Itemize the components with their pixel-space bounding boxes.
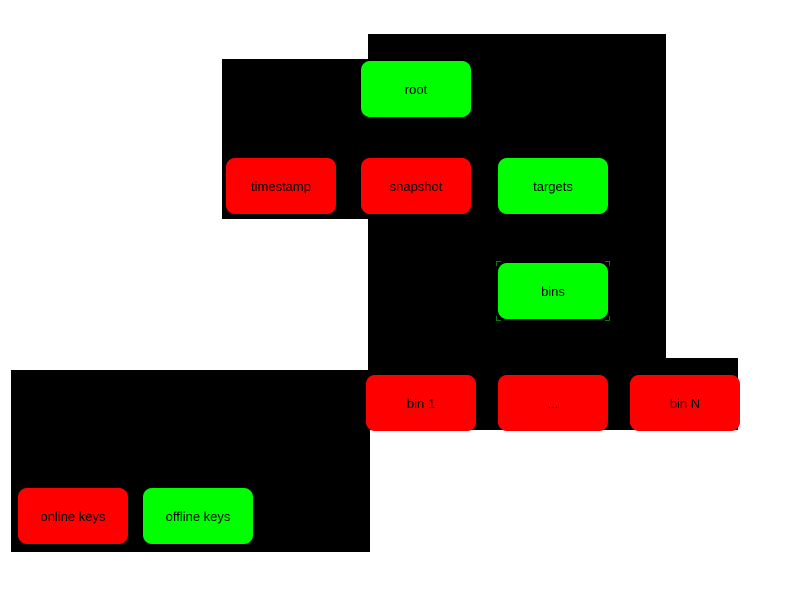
node-label-bin-n: bin N bbox=[669, 395, 701, 411]
node-bin-n[interactable]: bin N bbox=[630, 375, 740, 431]
node-label-bins: bins bbox=[541, 283, 565, 299]
node-offline-keys[interactable]: offline keys bbox=[143, 488, 253, 544]
node-label-timestamp: timestamp bbox=[251, 178, 311, 194]
node-root[interactable]: root bbox=[361, 61, 471, 117]
node-label-root: root bbox=[404, 81, 428, 97]
node-label-targets: targets bbox=[533, 178, 573, 194]
node-snapshot[interactable]: snapshot bbox=[361, 158, 471, 214]
node-bin-1[interactable]: bin 1 bbox=[366, 375, 476, 431]
node-label-online-keys: online keys bbox=[40, 508, 106, 524]
node-label-bin-1: bin 1 bbox=[406, 395, 436, 411]
node-bin-ellipsis[interactable]: ... bbox=[498, 375, 608, 431]
node-label-offline-keys: offline keys bbox=[165, 508, 231, 524]
node-bins[interactable]: bins bbox=[496, 261, 610, 321]
selection-handles-bins bbox=[496, 261, 610, 321]
node-timestamp[interactable]: timestamp bbox=[226, 158, 336, 214]
node-targets[interactable]: targets bbox=[498, 158, 608, 214]
node-online-keys[interactable]: online keys bbox=[18, 488, 128, 544]
node-label-bin-ellipsis: ... bbox=[547, 395, 559, 411]
node-label-snapshot: snapshot bbox=[389, 178, 443, 194]
